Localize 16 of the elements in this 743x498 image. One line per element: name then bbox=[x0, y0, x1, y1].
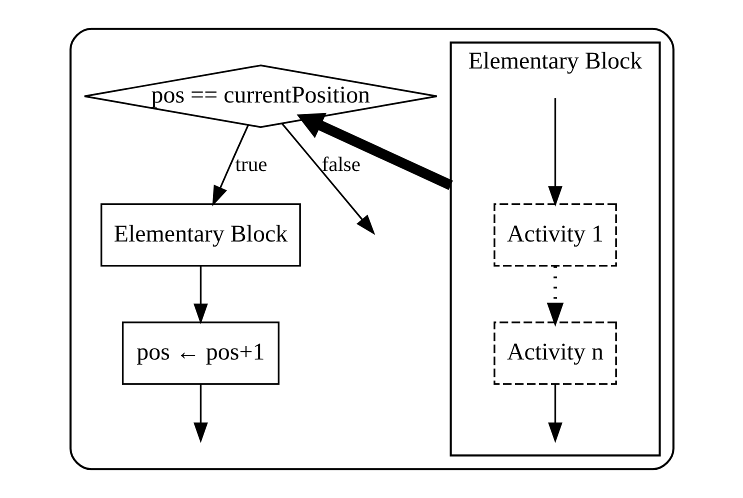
edge-label: false bbox=[321, 154, 360, 176]
arrow bbox=[546, 266, 564, 327]
arrow bbox=[193, 266, 208, 324]
arrow bbox=[548, 98, 562, 207]
node-box: pos ← pos+1 bbox=[121, 321, 280, 385]
edge-label: true bbox=[234, 154, 267, 176]
arrow bbox=[193, 384, 208, 444]
node-box: Activity n bbox=[493, 321, 616, 385]
node-box: Elementary Block bbox=[100, 203, 300, 267]
node-box: Activity 1 bbox=[493, 203, 616, 267]
cluster bbox=[69, 28, 674, 470]
arrow bbox=[296, 112, 452, 190]
arrow bbox=[212, 124, 249, 206]
arrow bbox=[280, 122, 375, 236]
node-diamond: pos == currentPosition bbox=[83, 64, 438, 128]
arrow bbox=[548, 384, 562, 444]
